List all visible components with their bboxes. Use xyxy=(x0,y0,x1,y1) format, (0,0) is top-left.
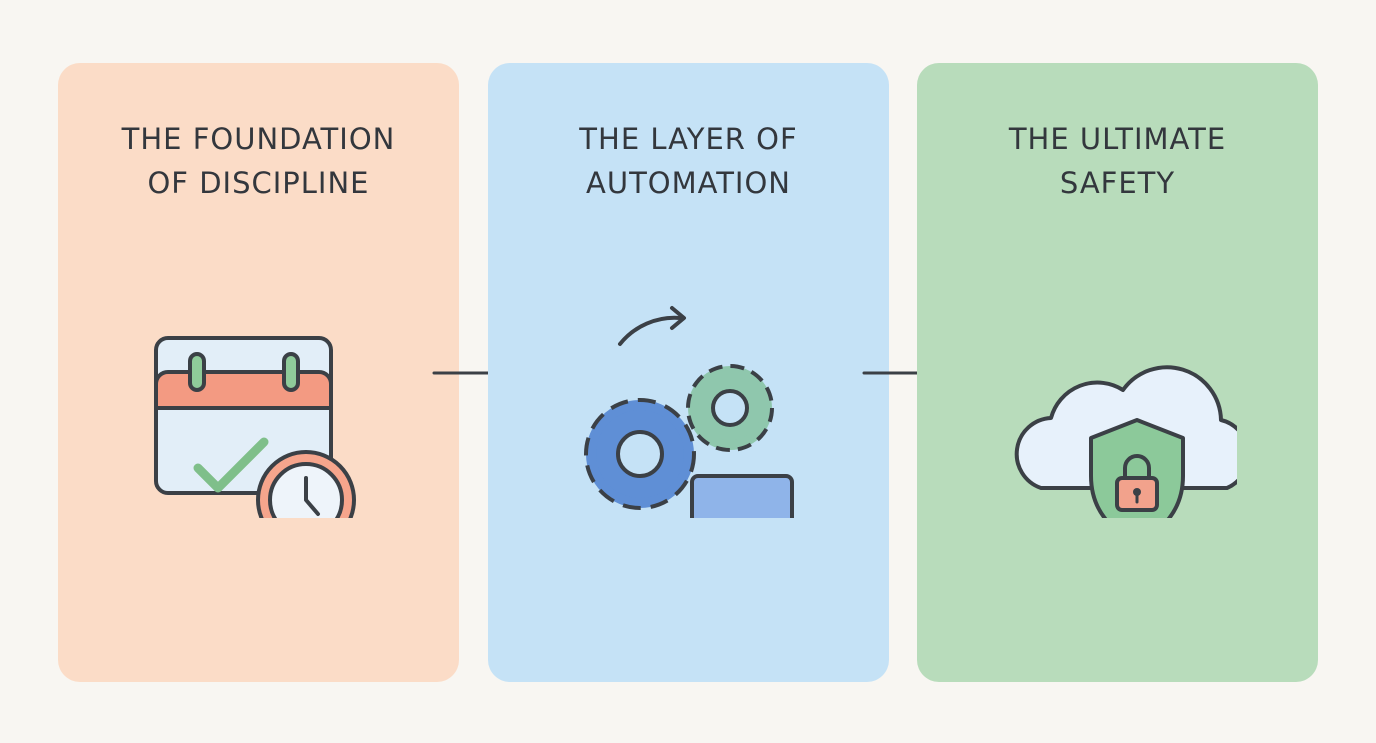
step-foundation-of-discipline: THE FOUNDATION OF DISCIPLINE xyxy=(58,63,459,682)
step-title: THE ULTIMATE SAFETY xyxy=(1008,122,1227,200)
gears-computer-icon xyxy=(584,306,794,518)
step-layer-of-automation: THE LAYER OF AUTOMATION xyxy=(488,63,889,682)
calendar-clock-icon xyxy=(154,336,356,518)
step-ultimate-safety: THE ULTIMATE SAFETY xyxy=(917,63,1318,682)
step-title: THE LAYER OF AUTOMATION xyxy=(579,122,798,200)
cloud-shield-lock-icon xyxy=(1014,365,1237,518)
step-title: THE FOUNDATION OF DISCIPLINE xyxy=(121,122,396,200)
